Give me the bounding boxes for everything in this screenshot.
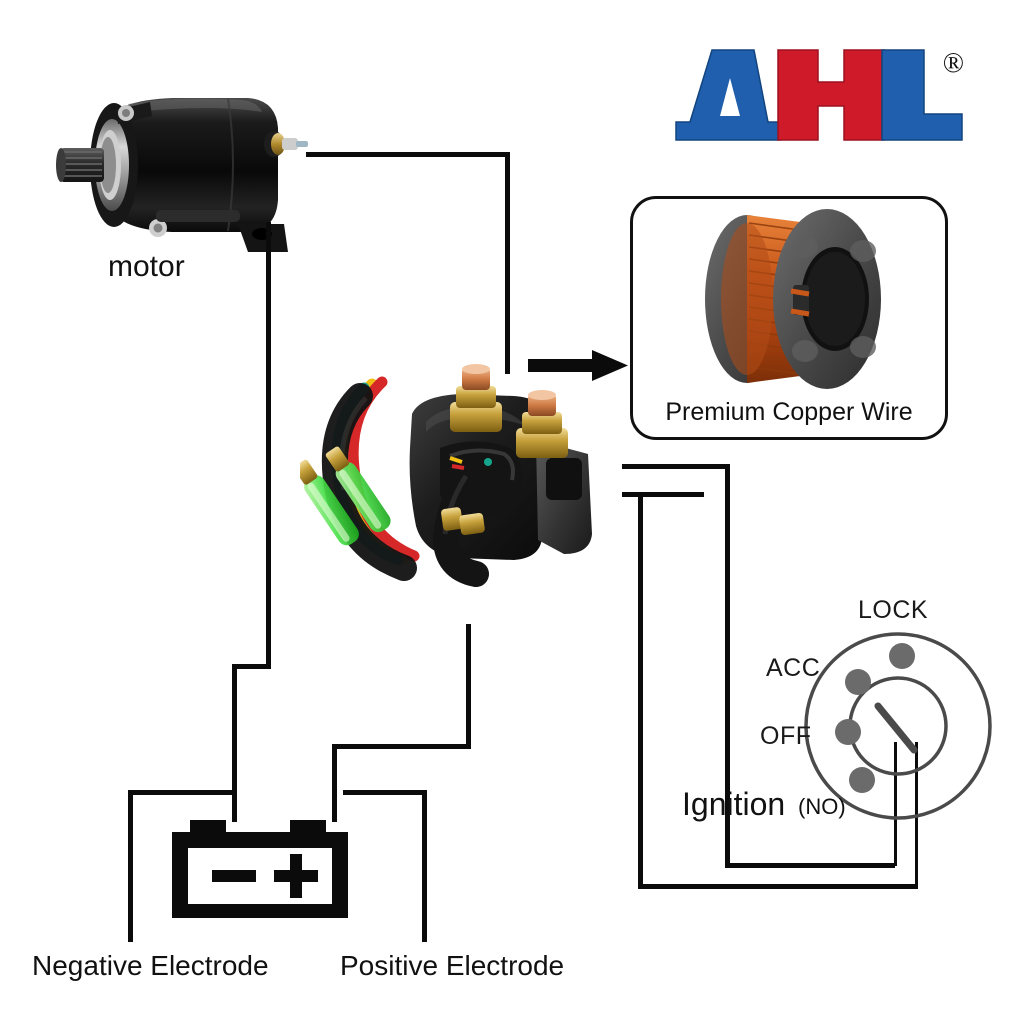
wire-negative-terminal-stub <box>128 790 236 795</box>
ignition-dot-off <box>835 719 861 745</box>
wire-positive-label-stub <box>343 790 427 795</box>
wire-motor-to-solenoid-vertical <box>505 152 510 374</box>
ignition-position-lock: LOCK <box>858 596 929 624</box>
wire-solenoid-to-positive-horizontal <box>332 744 471 749</box>
wire-motor-ground-to-battery <box>232 664 237 822</box>
wire-negative-label-leader <box>128 790 133 942</box>
registered-trademark-icon: ® <box>942 48 964 79</box>
wire-positive-label-leader <box>422 790 427 942</box>
wire-solenoid-to-ignition-b-horizontal <box>622 492 704 497</box>
wire-ignition-key-leader <box>894 742 897 866</box>
wire-solenoid-to-ignition-b-vertical <box>638 492 643 888</box>
premium-copper-wire-callout: Premium Copper Wire <box>630 196 948 440</box>
wire-solenoid-to-ignition-a-vertical <box>725 464 730 868</box>
copper-wire-spool-icon <box>705 209 881 389</box>
battery-plus-symbol-v <box>290 854 302 898</box>
ignition-key-slot <box>874 702 918 754</box>
wire-ignition-key-leader-b <box>915 742 918 886</box>
wire-motor-to-solenoid-horizontal <box>306 152 510 157</box>
ignition-position-off: OFF <box>760 722 812 750</box>
starter-motor-image <box>52 82 310 252</box>
motor-label: motor <box>108 250 185 283</box>
starter-motor-icon <box>56 98 308 252</box>
ahl-logo-glyphs <box>675 49 963 141</box>
ignition-dot-lock <box>889 643 915 669</box>
wire-positive-terminal-feed <box>332 744 337 822</box>
ignition-title: Ignition <box>682 786 786 822</box>
right-arrow-icon <box>528 350 628 381</box>
battery-icon <box>172 820 348 918</box>
starter-solenoid-relay-icon <box>294 364 592 587</box>
positive-electrode-label: Positive Electrode <box>340 950 565 981</box>
ignition-dot-acc <box>845 669 871 695</box>
negative-electrode-label: Negative Electrode <box>32 950 269 981</box>
wire-solenoid-to-ignition-b-bottom <box>638 884 918 889</box>
starter-solenoid-relay-image <box>294 362 610 592</box>
ignition-note: (NO) <box>798 794 846 819</box>
battery-minus-symbol <box>212 870 256 882</box>
battery-image <box>170 810 350 920</box>
copper-wire-pointer-arrow <box>528 348 630 387</box>
ignition-switch-icon[interactable] <box>800 628 996 824</box>
ignition-position-acc: ACC <box>766 654 821 682</box>
copper-wire-caption: Premium Copper Wire <box>665 398 913 426</box>
ignition-dot-on <box>849 767 875 793</box>
wire-solenoid-to-ignition-a-horizontal <box>622 464 730 469</box>
wire-solenoid-to-ignition-a-bottom <box>725 863 895 868</box>
wire-solenoid-to-positive-vertical <box>466 624 471 748</box>
ahl-brand-logo: ® <box>668 44 968 144</box>
ignition-switch-image[interactable] <box>800 628 996 824</box>
wire-motor-ground-horizontal <box>232 664 271 669</box>
wire-motor-ground-vertical <box>266 222 271 668</box>
